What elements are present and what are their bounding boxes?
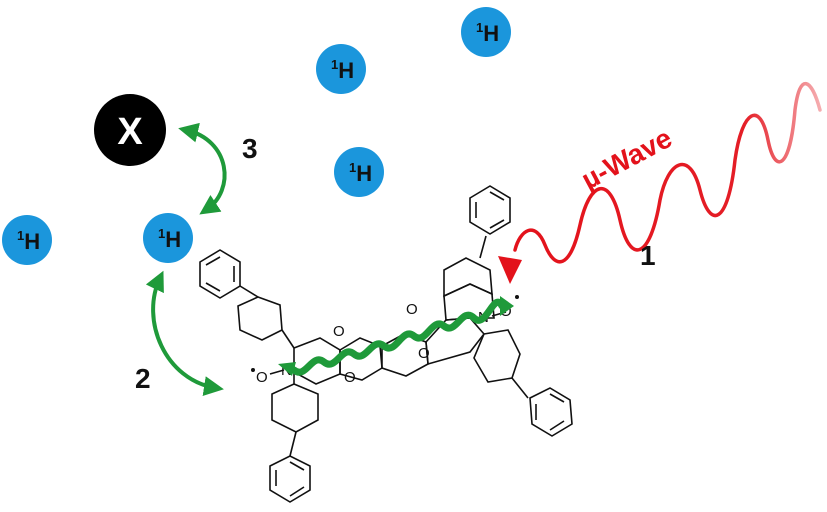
step-2-label: 2 xyxy=(135,363,151,394)
proton-label: H xyxy=(165,227,181,252)
radical-dot xyxy=(251,368,255,372)
phenyl-ring-bottom-left xyxy=(269,455,311,503)
proton-superscript: 1 xyxy=(17,228,24,243)
step-3-label: 3 xyxy=(242,133,258,164)
electron-transfer-wave xyxy=(290,298,506,376)
cyclohexane-bottom-left xyxy=(271,383,319,433)
x-nucleus-label: X xyxy=(117,111,143,153)
microwave-arrowhead xyxy=(498,256,522,284)
proton-label: H xyxy=(24,229,40,254)
proton-superscript: 1 xyxy=(158,226,165,241)
biradical-molecule xyxy=(199,185,573,503)
cyclohexane-top-right xyxy=(443,257,493,298)
proton-1h: 1H xyxy=(334,147,384,197)
proton-1h: 1H xyxy=(2,215,52,265)
microwave-wave xyxy=(513,82,822,264)
microwave-label: µ-Wave xyxy=(576,122,677,195)
proton-1h: 1H xyxy=(143,213,193,263)
transfer-arrowhead-right xyxy=(500,296,514,316)
cyclohexane-top-left xyxy=(237,296,283,341)
radical-dot xyxy=(515,295,519,299)
step-2-arrow xyxy=(145,270,224,397)
oxygen-label: O xyxy=(406,301,418,318)
proton-superscript: 1 xyxy=(331,57,338,72)
oxygen-label: O xyxy=(418,345,430,362)
oxygen-label: O xyxy=(256,369,268,386)
step-3-arrow xyxy=(178,122,227,215)
svg-text:1H: 1H xyxy=(349,160,372,186)
proton-label: H xyxy=(338,58,354,83)
proton-1h: 1H xyxy=(461,7,511,57)
step-1-label: 1 xyxy=(640,240,656,271)
svg-text:1H: 1H xyxy=(17,228,40,254)
proton-label: H xyxy=(356,161,372,186)
proton-superscript: 1 xyxy=(349,160,356,175)
oxygen-label: O xyxy=(333,323,345,340)
svg-text:1H: 1H xyxy=(476,20,499,46)
proton-1h: 1H xyxy=(316,44,366,94)
svg-text:1H: 1H xyxy=(158,226,181,252)
phenyl-ring-top-right xyxy=(469,185,511,235)
phenyl-ring-bottom-right xyxy=(529,387,573,437)
oxygen-label: O xyxy=(344,369,356,386)
transfer-arrowhead-left xyxy=(278,362,296,376)
x-nucleus: X xyxy=(94,94,166,166)
proton-label: H xyxy=(483,21,499,46)
svg-text:1H: 1H xyxy=(331,57,354,83)
proton-superscript: 1 xyxy=(476,20,483,35)
